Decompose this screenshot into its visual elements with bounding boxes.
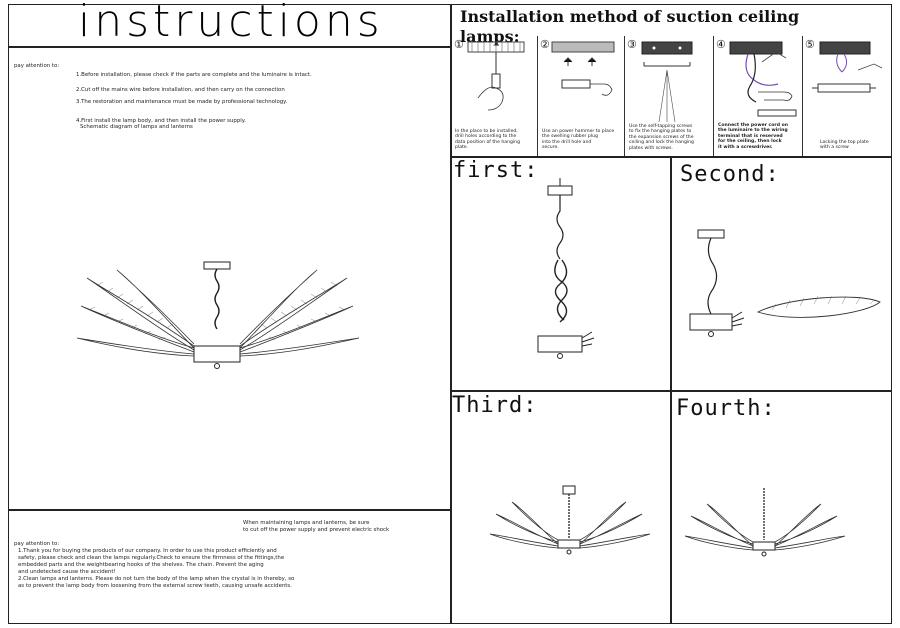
step-5-illustration: [812, 41, 883, 93]
bottom-note-line-1: When maintaining lamps and lanterns, be …: [243, 520, 370, 526]
page-title: instructions: [78, 0, 384, 47]
step-sep-3: [713, 36, 714, 156]
note-2: 2.Cut off the mains wire before installa…: [76, 87, 285, 93]
first-illustration: [537, 178, 595, 359]
bottom-paragraph-3: embedded parts and the weightbearing hoo…: [18, 562, 264, 568]
note-1: 1.Before installation, please check if t…: [76, 72, 312, 78]
second-illustration: [689, 229, 881, 337]
label-fourth: Fourth:: [676, 396, 776, 421]
step-4-illustration: [729, 41, 797, 117]
chandelier-illustration: [76, 261, 360, 369]
bottom-paragraph-6: as to prevent the lamp body from looseni…: [18, 583, 292, 589]
bottom-paragraph-4: and undetected cause the accident!: [18, 569, 116, 575]
title-divider: [8, 46, 451, 48]
note-5: Schematic diagram of lamps and lanterns: [80, 124, 193, 130]
bottom-paragraph-2: safety, please check and clean the lamps…: [18, 555, 285, 561]
step-1-illustration: [467, 41, 525, 111]
bottom-divider: [8, 509, 451, 511]
step-1-text: In the place to be installed,drill holes…: [455, 129, 521, 151]
label-second: Second:: [680, 162, 780, 187]
note-4: 4.First install the lamp body, and then …: [76, 118, 246, 124]
note-3: 3.The restoration and maintenance must b…: [76, 99, 288, 105]
step-5-number: ⑤: [805, 38, 815, 51]
step-2-number: ②: [540, 38, 550, 51]
installation-title-line-1: Installation method of suction ceiling: [460, 7, 800, 26]
step-sep-2: [624, 36, 625, 156]
step-sep-4: [802, 36, 803, 156]
bottom-note-line-2: to cut off the power supply and prevent …: [243, 527, 390, 533]
installation-title-line-2: lamps:: [460, 27, 520, 46]
step-3-illustration: [641, 41, 693, 123]
step-4-number: ④: [716, 38, 726, 51]
label-first: first:: [453, 158, 539, 183]
label-third: Third:: [452, 393, 538, 418]
bottom-paragraph-5: 2.Clean lamps and lanterns. Please do no…: [18, 576, 295, 582]
quadrant-horizontal-line: [451, 390, 892, 392]
bottom-paragraph-1: 1.Thank you for buying the products of o…: [18, 548, 277, 554]
fourth-illustration: [684, 488, 846, 557]
third-illustration: [489, 485, 651, 555]
bottom-attention-heading: pay attention to:: [14, 541, 60, 547]
step-2-illustration: [551, 41, 615, 96]
step-3-number: ③: [627, 38, 637, 51]
steps-strip-divider: [451, 156, 892, 158]
left-panel: [8, 4, 451, 624]
step-1-number: ①: [454, 38, 464, 51]
right-panel: [451, 4, 892, 624]
step-sep-1: [537, 36, 538, 156]
attention-heading: pay attention to:: [14, 63, 60, 69]
